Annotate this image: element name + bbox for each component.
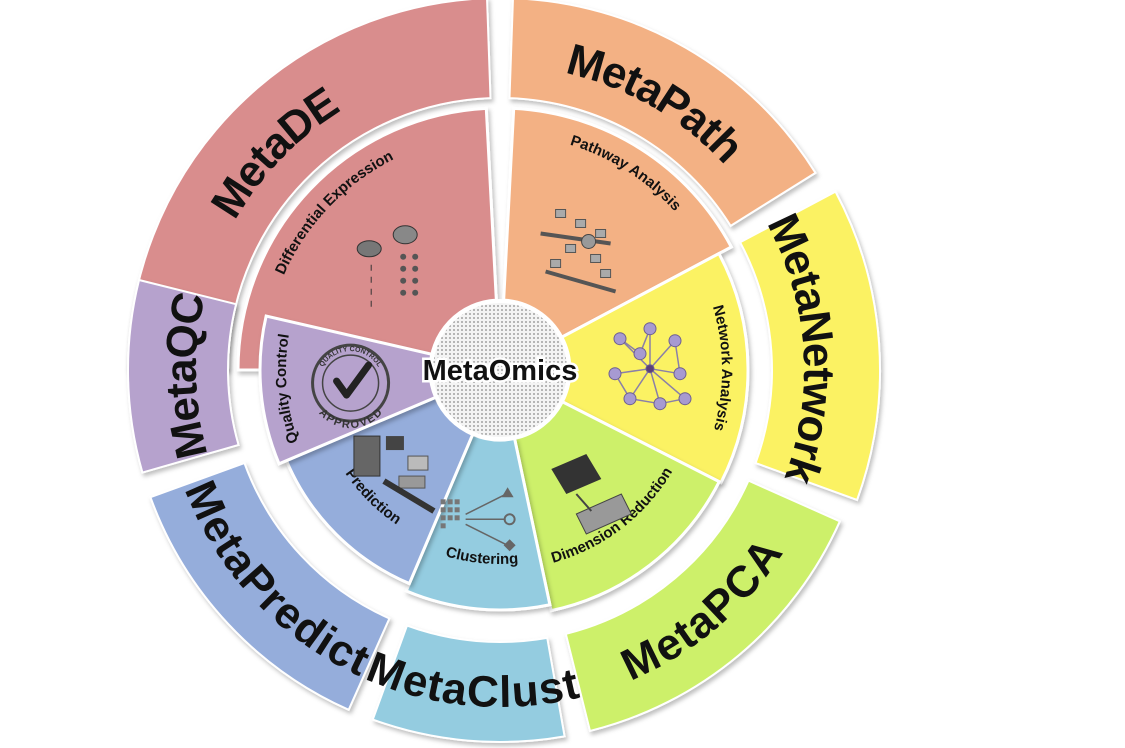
outer-segment-qc — [127, 278, 240, 474]
pathway-diagram-icon — [540, 208, 617, 294]
outer-segment-network — [738, 190, 881, 502]
outer-segment-path — [508, 0, 817, 228]
center-hub-dotted-fill — [433, 303, 567, 437]
outer-segment-predict — [149, 461, 391, 712]
center-label: MetaOmics — [423, 355, 578, 387]
outer-segment-de — [126, 0, 492, 371]
center-hub: MetaOmics — [420, 299, 580, 441]
cell-comparison-icon — [356, 225, 419, 307]
network-graph-icon — [608, 322, 692, 411]
outer-segment-clust — [371, 624, 566, 743]
outer-segment-pca — [564, 479, 842, 733]
prediction-model-icon — [353, 435, 436, 514]
projection-planes-icon — [551, 454, 632, 535]
clustering-shapes-icon — [440, 487, 516, 552]
